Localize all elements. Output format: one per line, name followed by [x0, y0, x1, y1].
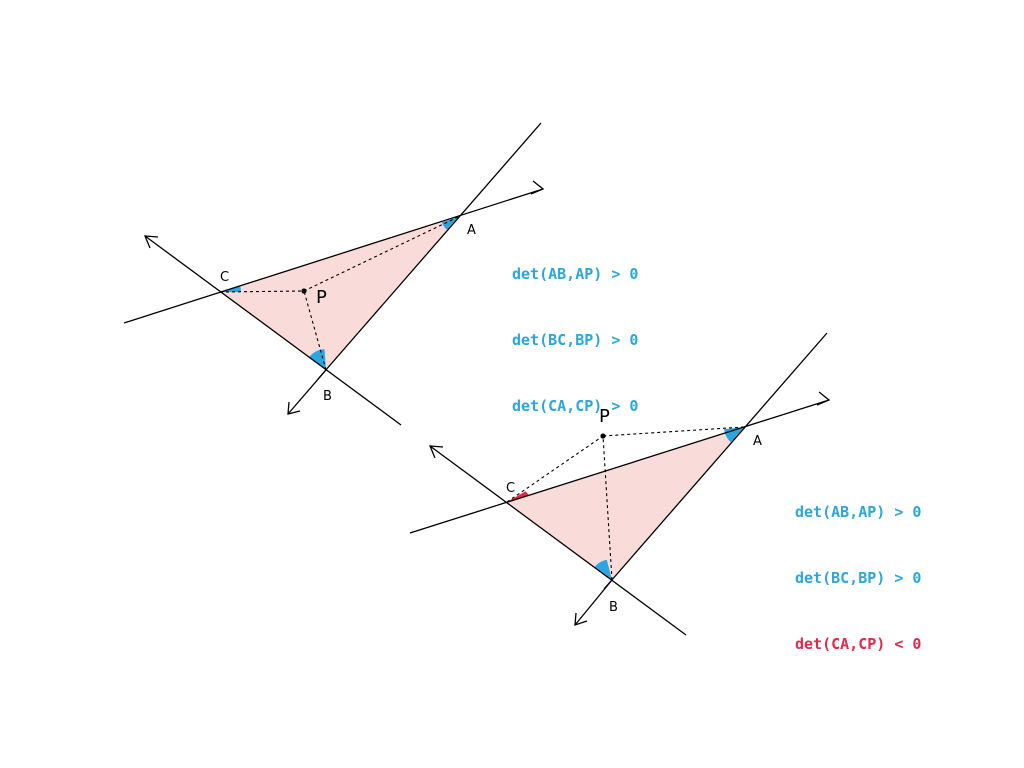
condition-2-ca: det(CA,CP) < 0: [795, 635, 922, 653]
label-1-p: P: [316, 287, 327, 308]
line-1-b-arrow: [287, 369, 327, 415]
point-2-p: [600, 433, 606, 439]
label-2-a: A: [753, 434, 762, 449]
label-1-c: C: [220, 270, 229, 285]
angle-wedge-1-b: [308, 349, 326, 370]
point-1-p: [301, 288, 307, 294]
line-1-ab: [317, 122, 542, 380]
arrowhead-2-bc: [428, 445, 444, 459]
angle-wedge-2-c: [507, 491, 529, 502]
angle-wedge-1-a: [441, 217, 458, 230]
condition-2-ab: det(AB,AP) > 0: [795, 503, 922, 521]
label-1-b: B: [323, 389, 332, 404]
arrowhead-1-bc: [143, 235, 159, 249]
dash-2-cp: [506, 435, 604, 503]
diagram-1: A B C P: [123, 122, 545, 426]
angle-wedge-2-b: [594, 559, 612, 580]
triangle-2-fill: [507, 427, 744, 580]
condition-1-ca: det(CA,CP) > 0: [512, 397, 639, 415]
line-2-b-arrow: [574, 579, 613, 626]
dash-2-bp: [602, 435, 613, 581]
label-2-b: B: [609, 600, 618, 615]
label-2-p: P: [599, 406, 610, 427]
condition-1-bc: det(BC,BP) > 0: [512, 331, 639, 349]
conditions-1: det(AB,AP) > 0 det(BC,BP) > 0 det(CA,CP)…: [512, 219, 638, 439]
conditions-2: det(AB,AP) > 0 det(BC,BP) > 0 det(CA,CP)…: [795, 457, 921, 677]
triangle-1-fill: [220, 217, 458, 370]
line-2-ab: [603, 332, 828, 590]
condition-2-bc: det(BC,BP) > 0: [795, 569, 922, 587]
arrowhead-2-ca: [816, 391, 831, 406]
dash-1-ap: [303, 216, 459, 292]
label-2-c: C: [506, 481, 515, 496]
angle-wedge-2-a: [724, 427, 744, 443]
label-1-a: A: [467, 223, 476, 238]
arrowhead-1-b: [287, 401, 301, 415]
line-1-bc-arrow: [144, 235, 402, 426]
dash-1-cp: [219, 290, 305, 293]
line-2-ca-arrow: [409, 399, 830, 534]
line-1-ca-arrow: [123, 188, 544, 324]
line-2-bc-arrow: [429, 445, 687, 636]
arrowhead-2-b: [574, 612, 588, 626]
dash-1-bp: [303, 290, 327, 371]
arrowhead-1-ca: [530, 180, 545, 195]
diagram-2: A B C P: [409, 332, 831, 636]
condition-1-ab: det(AB,AP) > 0: [512, 265, 639, 283]
